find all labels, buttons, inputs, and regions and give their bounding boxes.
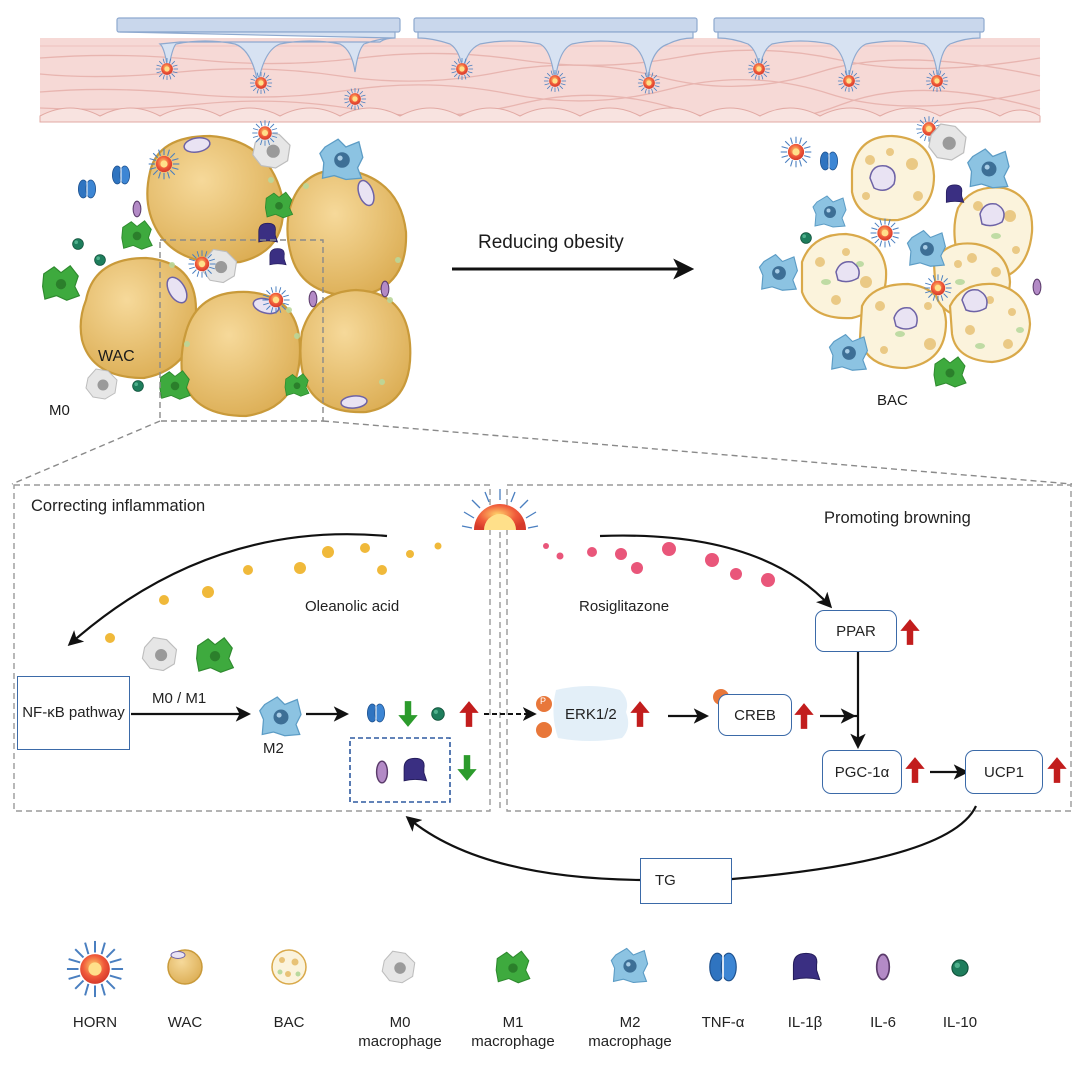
left-panel-title: Correcting inflammation: [31, 497, 206, 515]
il-10-icon: [431, 707, 445, 721]
legend-m1-icon: [495, 950, 531, 984]
panel-frames: [13, 484, 1072, 812]
legend-tnf-alpha-icon: [708, 952, 738, 982]
tnf-alpha-icon: [366, 703, 386, 723]
erk-phospho-2: [536, 722, 552, 738]
wac-label: WAC: [98, 348, 135, 365]
legend-wac-icon: [167, 949, 203, 985]
legend-m2-label: M2 macrophage: [588, 1014, 672, 1050]
legend-horn-icon: [65, 939, 125, 999]
erk-label: ERK1/2: [565, 706, 617, 723]
bac-label: BAC: [877, 392, 908, 409]
legend-m0-label: M0 macrophage: [358, 1014, 442, 1050]
legend-tnf-alpha-label: TNF-α: [701, 1014, 745, 1031]
legend-wac-label: WAC: [167, 1014, 203, 1031]
bac-cluster: BAC: [758, 115, 1042, 409]
legend-m1-label: M1 macrophage: [471, 1014, 555, 1050]
erk-phospho-1: [536, 696, 552, 712]
legend-bac-label: BAC: [273, 1014, 305, 1031]
tg-node: TG: [640, 858, 732, 904]
phospho-label: P: [540, 696, 547, 706]
il-box: [349, 737, 451, 803]
legend-m2-icon: [610, 947, 649, 984]
legend-il-10-label: IL-10: [942, 1014, 978, 1031]
wac-cluster: WAC M0: [42, 119, 412, 419]
oleanolic-acid-dots: [105, 542, 442, 643]
right-panel-title: Promoting browning: [824, 509, 971, 527]
pgc-1alpha-node: PGC-1α: [822, 750, 902, 794]
rosiglitazone-label: Rosiglitazone: [579, 598, 670, 615]
ppar-node: PPAR: [815, 610, 897, 652]
legend-il-6-label: IL-6: [870, 1014, 896, 1031]
nfkb-pathway-node: NF-κB pathway: [17, 676, 130, 750]
oleanolic-acid-label: Oleanolic acid: [305, 598, 400, 615]
legend-m0-icon: [381, 950, 416, 984]
legend-il-10-icon: [951, 959, 969, 977]
central-horn: [461, 489, 539, 811]
skin-strip: [39, 38, 1041, 123]
reducing-obesity-label: Reducing obesity: [478, 232, 624, 253]
legend-il-1beta-icon: [792, 952, 821, 981]
rosiglitazone-arrow: [599, 534, 833, 609]
zoom-indicator: [11, 239, 1073, 485]
m2-label: M2: [263, 740, 284, 757]
ucp1-node: UCP1: [965, 750, 1043, 794]
erk-membrane: [553, 686, 629, 741]
legend-bac-icon: [271, 949, 307, 985]
legend-icons: [65, 939, 969, 999]
rosiglitazone-dots: [543, 542, 775, 587]
oleanolic-arrow: [67, 533, 388, 647]
creb-node: CREB: [718, 694, 792, 736]
legend-il-6-icon: [875, 953, 891, 981]
legend-il-1beta-label: IL-1β: [787, 1014, 823, 1031]
legend-horn-label: HORN: [72, 1014, 118, 1031]
tg-label: TG: [655, 872, 676, 889]
m0-label: M0: [49, 402, 70, 419]
m0m1-label: M0 / M1: [152, 690, 207, 707]
